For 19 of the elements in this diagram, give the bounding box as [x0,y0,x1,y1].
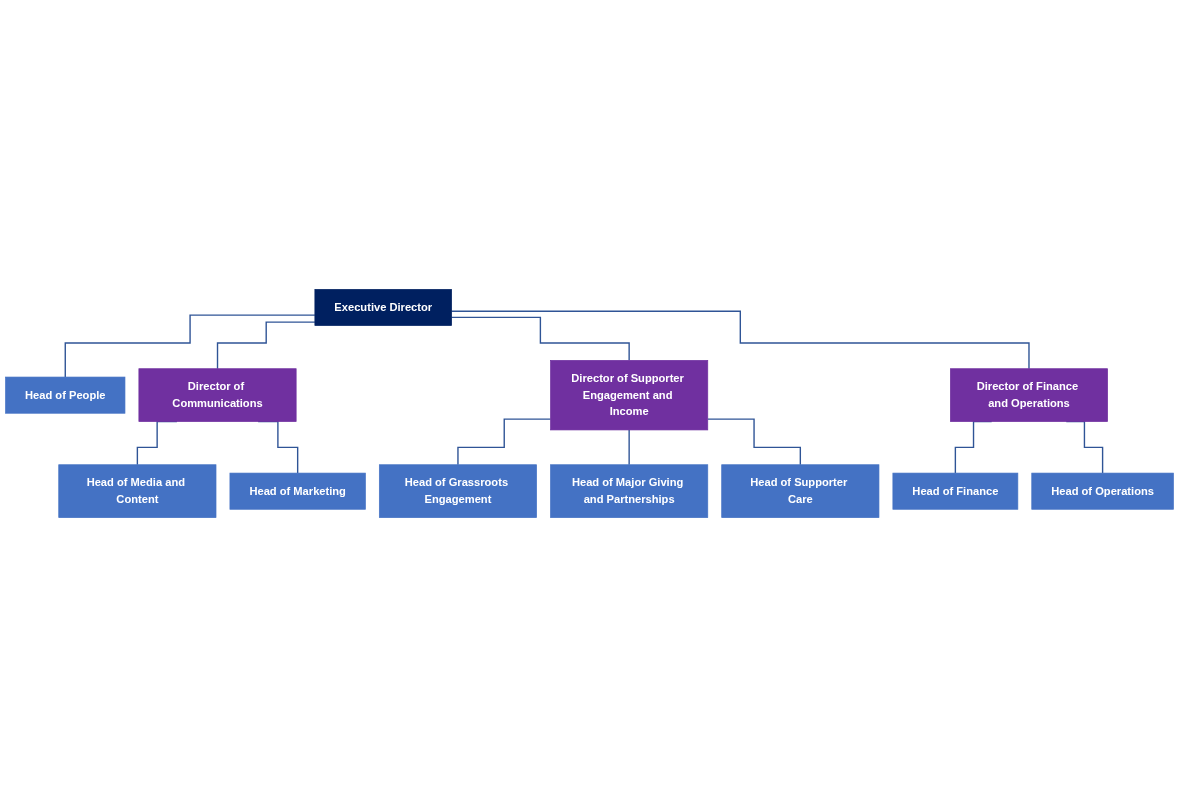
node-box: Executive Director [314,289,452,326]
connector [64,314,316,378]
node-box: Director of Finance and Operations [950,368,1108,422]
connector [450,316,630,362]
node-box: Head of People [5,376,126,414]
connector [457,418,552,466]
node-box: Head of Finance [892,472,1019,510]
connector [707,418,802,466]
node-box: Director of Communications [138,368,297,422]
node-box: Head of Media and Content [58,464,217,518]
connector [216,321,316,370]
node-box: Head of Grassroots Engagement [378,464,537,518]
connector [450,310,1030,370]
node-box: Director of Supporter Engagement and Income [550,360,709,431]
node-box: Head of Major Giving and Partnerships [550,464,709,518]
node-box: Head of Operations [1031,472,1174,510]
node-box: Head of Marketing [229,472,366,510]
node-box: Head of Supporter Care [721,464,880,518]
connector [628,429,630,466]
